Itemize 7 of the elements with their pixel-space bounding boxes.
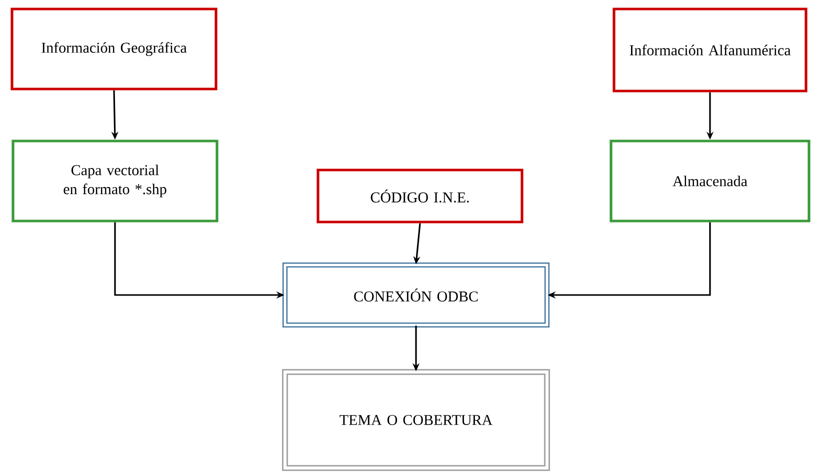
data-box: Capa vectorial en formato *.shp [12, 140, 218, 222]
source-box: Información Geográfica [10, 8, 218, 90]
source-box: Información Alfanumérica [612, 8, 808, 92]
source-box: CÓDIGO I.N.E. [316, 168, 524, 224]
output-box: TEMA O COBERTURA [282, 369, 550, 471]
connection-box: CONEXIÓN ODBC [282, 262, 550, 328]
data-box: Almacenada [610, 140, 810, 222]
